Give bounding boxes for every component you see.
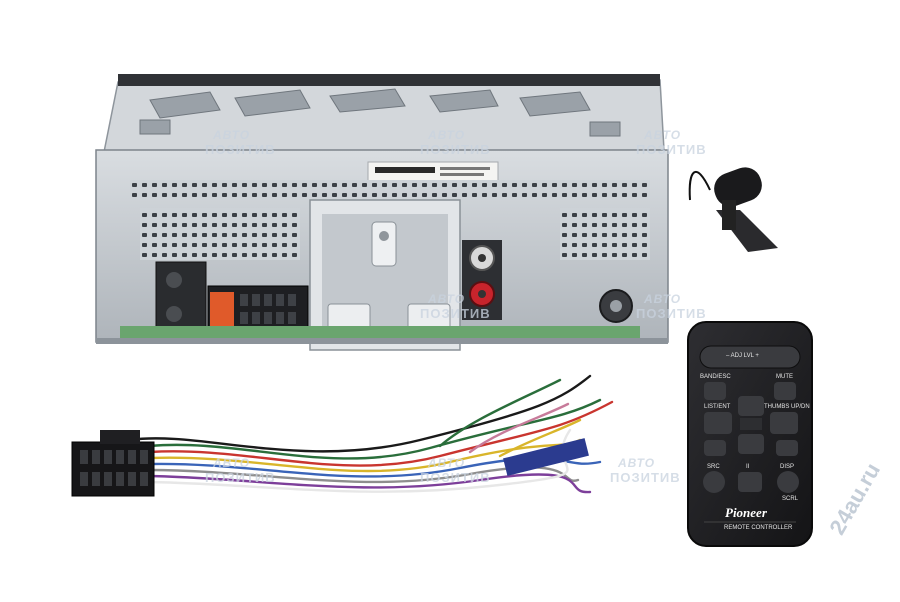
remote-pause-button <box>738 472 762 492</box>
vent-right-block <box>560 208 650 260</box>
remote-dpad-left <box>704 412 732 434</box>
remote-dpad-up <box>738 396 764 416</box>
remote-label-volume: – ADJ LVL + <box>726 353 759 359</box>
watermark-8: АВТО ПОЗИТИВ <box>610 456 681 485</box>
remote-src-button <box>703 471 725 493</box>
head-unit <box>95 74 669 351</box>
remote-label-src: SRC <box>707 464 720 470</box>
remote-label-scrl: SCRL <box>782 496 799 502</box>
watermark-5: АВТО ПОЗИТИВ <box>636 292 707 321</box>
connector-block-left <box>155 261 207 333</box>
remote-band-button <box>704 382 726 400</box>
microphone <box>688 167 778 252</box>
remote-phone-right <box>776 440 798 456</box>
watermark-6: АВТО ПОЗИТИВ <box>205 456 276 485</box>
remote-dpad-down <box>738 434 764 454</box>
harness-plug <box>71 430 155 497</box>
watermark-2: АВТО ПОЗИТИВ <box>420 128 491 157</box>
remote-label-pause: II <box>746 464 750 470</box>
pcb-strip <box>120 326 640 338</box>
watermark-4: АВТО ПОЗИТИВ <box>420 292 491 321</box>
remote-caption: REMOTE CONTROLLER <box>724 525 793 531</box>
rca-jacks <box>462 240 502 320</box>
front-bezel <box>118 74 660 86</box>
remote-mute-button <box>774 382 796 400</box>
vent-top-row <box>130 180 650 200</box>
remote-label-list: LIST/ENT <box>704 404 731 410</box>
remote-vol-button <box>699 345 801 369</box>
remote-label-band: BAND/ESC <box>700 374 731 380</box>
vent-left-block <box>140 208 300 260</box>
watermark-1: АВТО ПОЗИТИВ <box>205 128 276 157</box>
remote-dpad-right <box>770 412 798 434</box>
remote-controller <box>687 321 813 547</box>
watermark-3: АВТО ПОЗИТИВ <box>636 128 707 157</box>
top-cutouts <box>139 88 621 137</box>
mounting-bracket <box>309 199 461 351</box>
remote-disp-button <box>777 471 799 493</box>
remote-label-thumbsup: THUMBS UP/DN <box>764 404 810 410</box>
remote-label-disp: DISP <box>780 464 795 470</box>
wire-harness <box>128 374 614 494</box>
remote-label-mute: MUTE <box>776 374 793 380</box>
remote-phone-left <box>704 440 726 456</box>
remote-brand-logo: Pioneer <box>725 505 767 520</box>
watermark-7: АВТО ПОЗИТИВ <box>420 456 491 485</box>
harness-socket <box>207 285 309 333</box>
wire-tag <box>503 438 589 476</box>
